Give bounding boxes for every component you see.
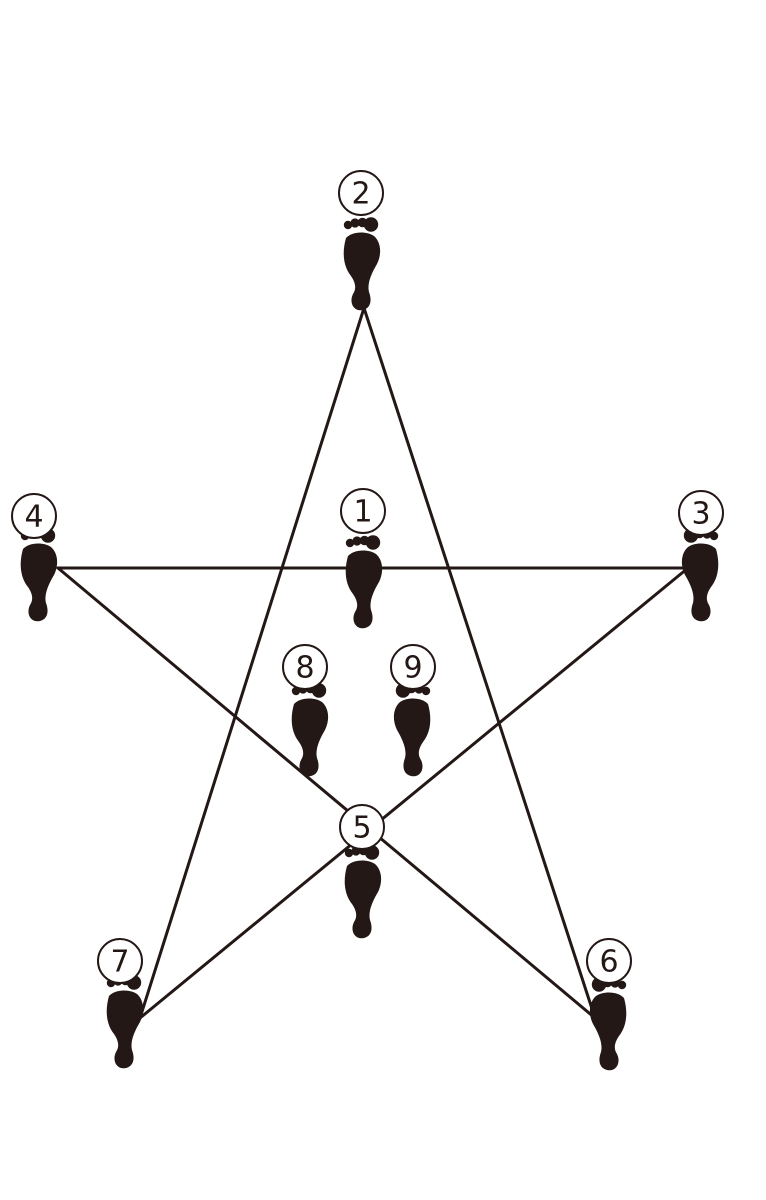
footprint-icon xyxy=(20,528,58,622)
footprint-icon xyxy=(681,528,719,622)
footprint-icon xyxy=(106,975,144,1069)
star-line-7-2 xyxy=(138,306,366,1020)
step-badge-7: 7 xyxy=(97,938,143,984)
footprint-icon xyxy=(344,845,382,939)
step-badge-1: 1 xyxy=(340,488,386,534)
footprint-icon xyxy=(393,683,431,777)
step-number: 3 xyxy=(691,497,710,532)
step-badge-5: 5 xyxy=(339,804,385,850)
star-line-2-6 xyxy=(362,306,597,1020)
step-badge-circle xyxy=(339,804,385,850)
step-badge-circle xyxy=(97,938,143,984)
step-badge-9: 9 xyxy=(390,644,436,690)
step-badge-circle xyxy=(390,644,436,690)
step-badge-3: 3 xyxy=(678,490,724,536)
footprint-icon xyxy=(343,217,381,311)
step-badge-4: 4 xyxy=(11,493,57,539)
step-number: 4 xyxy=(24,500,43,535)
star-line-6-4 xyxy=(56,566,597,1020)
footprint-icon xyxy=(345,535,383,629)
step-badges: 1 2 3 4 5 6 7 8 9 xyxy=(11,170,724,984)
step-badge-circle xyxy=(282,644,328,690)
step-badge-6: 6 xyxy=(586,938,632,984)
step-number: 9 xyxy=(403,651,422,686)
step-badge-circle xyxy=(338,170,384,216)
step-badge-2: 2 xyxy=(338,170,384,216)
step-number: 5 xyxy=(352,811,371,846)
step-badge-circle xyxy=(586,938,632,984)
step-number: 1 xyxy=(353,495,372,530)
step-number: 6 xyxy=(599,945,618,980)
step-badge-8: 8 xyxy=(282,644,328,690)
step-number: 8 xyxy=(295,651,314,686)
step-badge-circle xyxy=(340,488,386,534)
footprint-icon xyxy=(589,977,627,1071)
step-number: 2 xyxy=(351,177,370,212)
step-number: 7 xyxy=(110,945,129,980)
star-lines xyxy=(56,306,690,1020)
star-line-3-7 xyxy=(138,566,690,1020)
step-badge-circle xyxy=(678,490,724,536)
footprint-icon xyxy=(291,683,329,777)
step-badge-circle xyxy=(11,493,57,539)
